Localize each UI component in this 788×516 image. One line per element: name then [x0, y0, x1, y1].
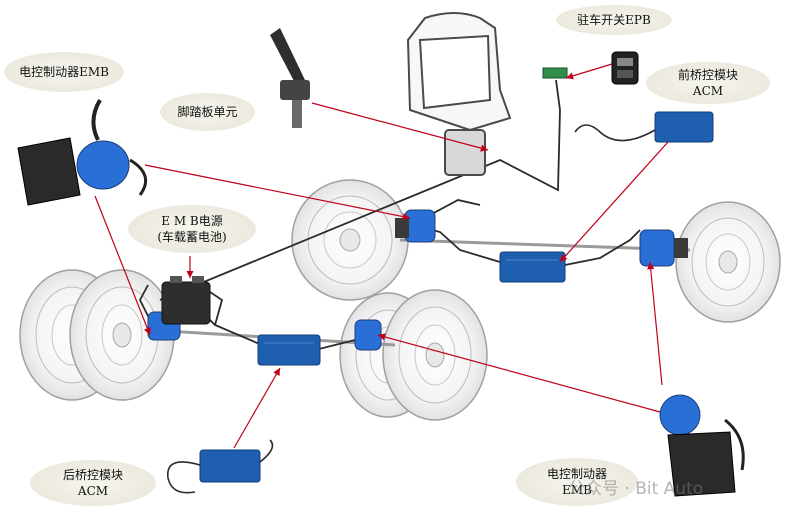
label-rear-acm-line1: 后桥控模块 — [62, 468, 123, 482]
label-emb-top-left: 电控制动器EMB — [4, 52, 124, 92]
label-rear-acm-line2: ACM — [77, 484, 109, 498]
label-emb-bottom-right: 电控制动器 EMB — [516, 458, 638, 506]
front-acm-module-chassis — [499, 251, 566, 283]
pointer-arrows — [94, 63, 669, 449]
label-emb-power: E M B电源 (车载蓄电池) — [128, 205, 256, 253]
label-emb-bottom-right-line2: EMB — [562, 483, 592, 497]
arrow-emb-top-left — [94, 195, 151, 336]
rear-acm-module-standalone — [167, 439, 274, 494]
label-epb-switch-text: 驻车开关EPB — [577, 13, 651, 27]
driver-seat — [406, 12, 512, 176]
epb-connector — [542, 67, 568, 79]
arrow-emb-bottom-right-rear — [377, 333, 661, 413]
front-acm-module-standalone — [574, 111, 714, 143]
label-rear-acm: 后桥控模块 ACM — [30, 460, 156, 506]
arrow-emb-top-left-front — [144, 164, 411, 221]
arrow-epb — [565, 63, 613, 80]
label-emb-power-line1: E M B电源 — [161, 214, 223, 228]
pedal-unit — [270, 28, 310, 128]
front-left-emb-actuator — [395, 209, 436, 243]
emb-caliper-bottom-right — [659, 394, 745, 497]
label-front-acm-line1: 前桥控模块 — [677, 68, 738, 82]
epb-switch — [611, 51, 639, 85]
label-pedal-unit-text: 脚踏板单元 — [177, 105, 238, 119]
wheel-rear-right-inner — [382, 289, 488, 421]
label-emb-top-left-text: 电控制动器EMB — [19, 65, 109, 79]
wheel-front-right — [675, 201, 781, 323]
emb-caliper-top-left — [17, 98, 148, 206]
label-emb-bottom-right-line1: 电控制动器 — [546, 467, 607, 481]
arrow-front-acm — [559, 141, 669, 263]
arrow-emb-bottom-right-front — [647, 261, 663, 386]
front-right-emb-actuator — [639, 229, 688, 267]
label-pedal-unit: 脚踏板单元 — [160, 93, 255, 131]
rear-acm-module-chassis — [257, 334, 321, 366]
label-emb-power-line2: (车载蓄电池) — [157, 230, 227, 244]
label-epb-switch: 驻车开关EPB — [556, 5, 672, 35]
label-front-acm: 前桥控模块 ACM — [646, 62, 770, 104]
wheel-rear-left-inner — [69, 269, 175, 401]
label-front-acm-line2: ACM — [692, 84, 724, 98]
rear-right-emb-actuator — [354, 319, 382, 351]
arrow-rear-acm — [233, 367, 281, 449]
watermark: 公众号 · Bit Auto — [568, 479, 704, 499]
emb-battery — [161, 276, 211, 325]
arrow-pedal-unit — [311, 102, 489, 152]
